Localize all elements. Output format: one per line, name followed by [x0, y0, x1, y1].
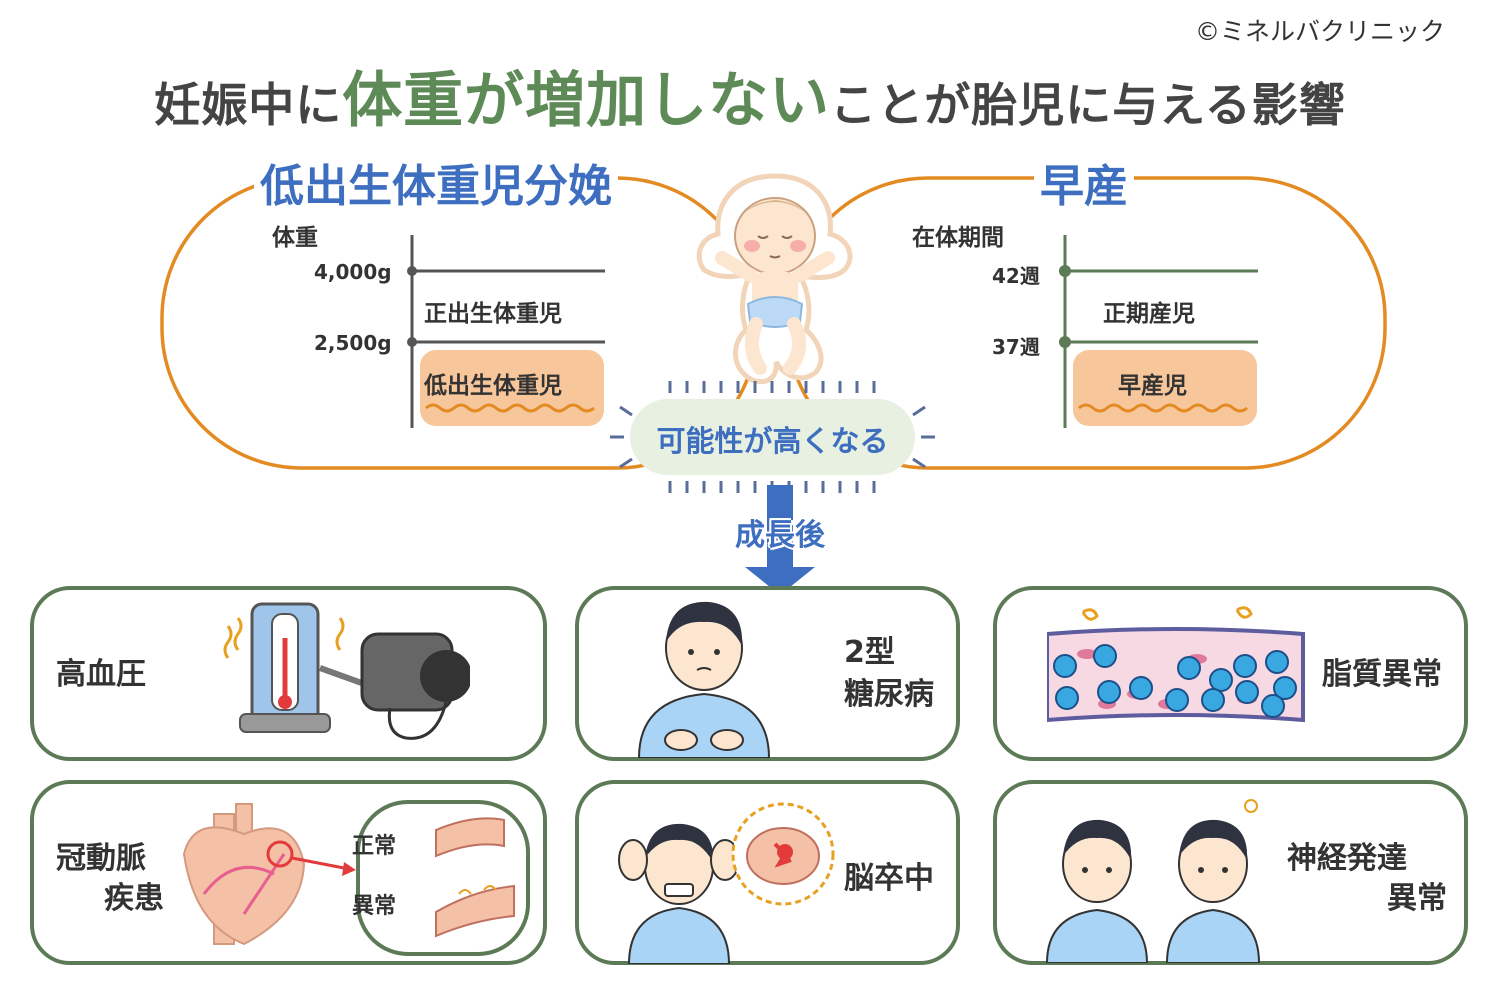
down-arrow-icon — [745, 485, 815, 595]
title-part2: ことが胎児に与える影響 — [830, 78, 1346, 132]
diabetes-label-line2: 糖尿病 — [844, 677, 934, 712]
man-headache-brain-icon — [618, 802, 835, 964]
heart-artery-icon — [182, 800, 530, 956]
blood-pressure-monitor-icon — [223, 602, 470, 740]
weight-axis-label: 体重 — [272, 225, 318, 251]
after-growth-label: 成長後 — [735, 518, 825, 553]
diabetes-label-line1: 2型 — [844, 635, 895, 670]
title-highlight: 体重が増加しない — [342, 66, 831, 136]
title-part1: 妊娠中に — [154, 78, 343, 132]
neuro-label-line2: 異常 — [1387, 881, 1447, 916]
preterm-infant-label: 早産児 — [1118, 373, 1187, 399]
coronary-disease-card: 冠動脈 疾患 正常 異常 — [30, 780, 547, 965]
coronary-label-line1: 冠動脈 — [56, 841, 146, 876]
neuro-label-line1: 神経発達 — [1287, 841, 1407, 876]
page-title: 妊娠中に体重が増加しないことが胎児に与える影響 — [0, 52, 1500, 139]
preterm-highlight — [1073, 350, 1257, 426]
low-birth-weight-label: 低出生体重児 — [424, 373, 562, 399]
man-stomachache-icon — [637, 601, 771, 758]
type2-diabetes-card: 2型 糖尿病 — [575, 586, 960, 761]
artery-normal-label: 正常 — [352, 834, 397, 859]
low-birth-weight-title: 低出生体重児分娩 — [254, 150, 618, 214]
hypertension-card: 高血圧 — [30, 586, 547, 761]
dyslipidemia-card: 脂質異常 — [993, 586, 1468, 761]
tick-42-weeks: 42週 — [992, 264, 1040, 288]
burst-badge — [610, 381, 935, 493]
likelihood-badge: 可能性が高くなる — [656, 424, 889, 458]
stroke-card: 脳卒中 — [575, 780, 960, 965]
two-children-icon — [1045, 799, 1261, 963]
copyright: ©ミネルバクリニック — [1195, 17, 1446, 46]
tick-37-weeks: 37週 — [992, 335, 1040, 359]
neurodevelopmental-card: 神経発達 異常 — [993, 780, 1468, 965]
baby-icon — [696, 173, 853, 384]
hypertension-label: 高血圧 — [56, 657, 146, 692]
coronary-label-line2: 疾患 — [104, 881, 164, 916]
stroke-label: 脳卒中 — [844, 861, 934, 896]
gestation-axis-label: 在体期間 — [912, 225, 1004, 251]
tick-4000g: 4,000g — [314, 260, 392, 284]
low-birth-weight-highlight — [420, 350, 604, 426]
dyslipidemia-label: 脂質異常 — [1322, 657, 1442, 692]
blood-vessel-cholesterol-icon — [1047, 606, 1305, 723]
preterm-title: 早産 — [1034, 150, 1134, 214]
tick-2500g: 2,500g — [314, 331, 392, 355]
term-infant-label: 正期産児 — [1103, 301, 1195, 327]
normal-birth-weight-label: 正出生体重児 — [424, 301, 562, 327]
artery-abnormal-label: 異常 — [352, 894, 397, 919]
